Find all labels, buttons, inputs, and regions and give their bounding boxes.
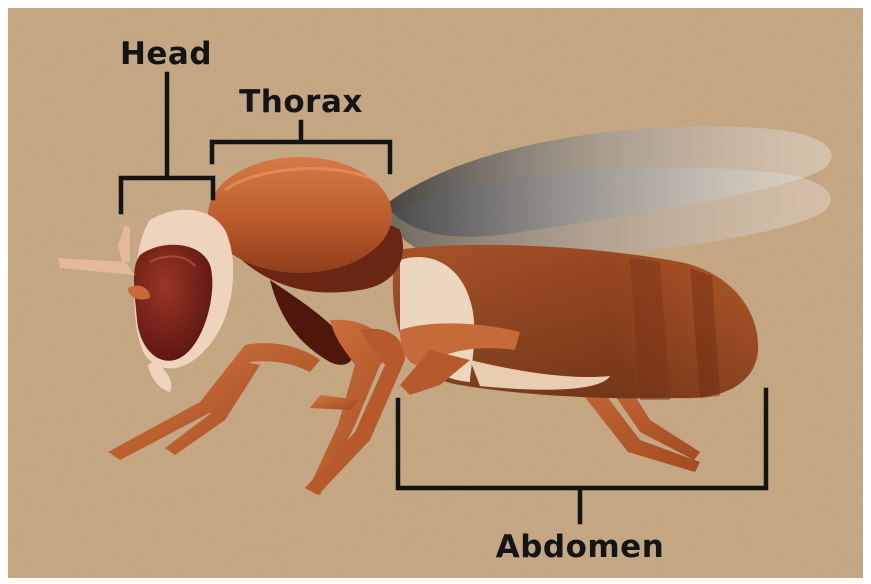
thorax-label: Thorax — [239, 84, 363, 120]
abdomen-label: Abdomen — [496, 529, 665, 565]
head-label: Head — [120, 36, 212, 72]
